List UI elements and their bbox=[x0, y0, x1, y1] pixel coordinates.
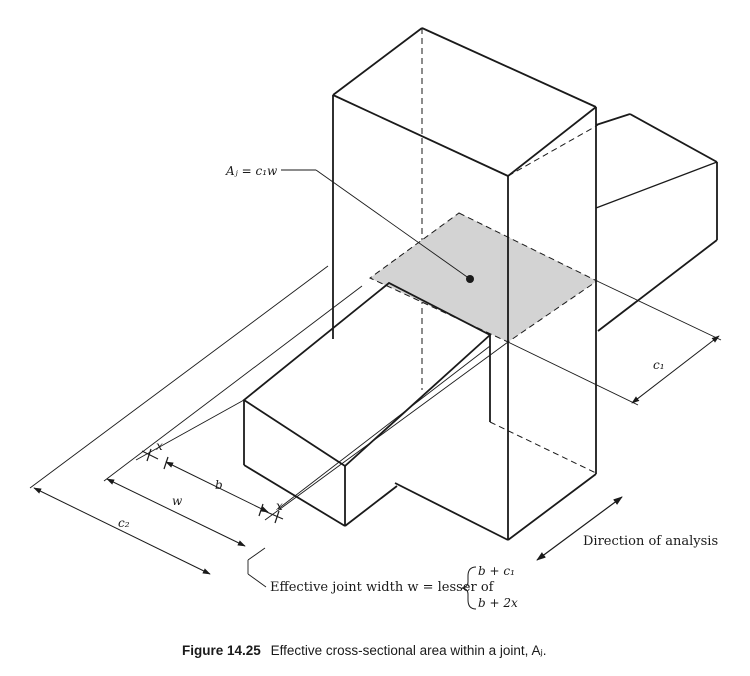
dim-label-x-right: x bbox=[276, 499, 283, 513]
area-label: Aⱼ = c₁w bbox=[225, 164, 278, 178]
dim-line-c1 bbox=[631, 335, 720, 404]
dim-label-w: w bbox=[172, 494, 183, 508]
front-beam bbox=[242, 281, 492, 527]
figure-number: Figure 14.25 bbox=[182, 643, 261, 658]
dim-label-c1: c₁ bbox=[653, 358, 665, 372]
extension-lines bbox=[29, 169, 722, 588]
dim-line-x-right bbox=[261, 509, 284, 520]
dim-line-x-left bbox=[141, 450, 159, 460]
dimension-lines bbox=[33, 335, 720, 575]
right-beam bbox=[595, 113, 718, 332]
hidden-edges bbox=[421, 28, 599, 475]
width-label: Effective joint width w = lesser of bbox=[270, 580, 495, 595]
width-option-1: b + c₁ bbox=[478, 564, 515, 578]
width-option-2: b + 2x bbox=[478, 596, 518, 610]
width-brace bbox=[461, 566, 477, 610]
dim-line-w bbox=[106, 478, 246, 547]
figure-caption-text: Effective cross-sectional area within a … bbox=[271, 643, 547, 658]
dim-ticks bbox=[146, 448, 280, 524]
direction-arrow bbox=[536, 496, 623, 561]
dim-line-c2 bbox=[33, 487, 211, 575]
dim-label-b: b bbox=[215, 478, 223, 492]
joint-centroid-dot bbox=[466, 275, 474, 283]
direction-label: Direction of analysis bbox=[583, 534, 718, 549]
dim-label-c2: c₂ bbox=[118, 516, 130, 530]
figure-caption: Figure 14.25 Effective cross-sectional a… bbox=[182, 643, 547, 658]
dim-line-b bbox=[165, 461, 269, 513]
dim-label-x-left: x bbox=[156, 439, 163, 453]
column bbox=[332, 27, 597, 541]
